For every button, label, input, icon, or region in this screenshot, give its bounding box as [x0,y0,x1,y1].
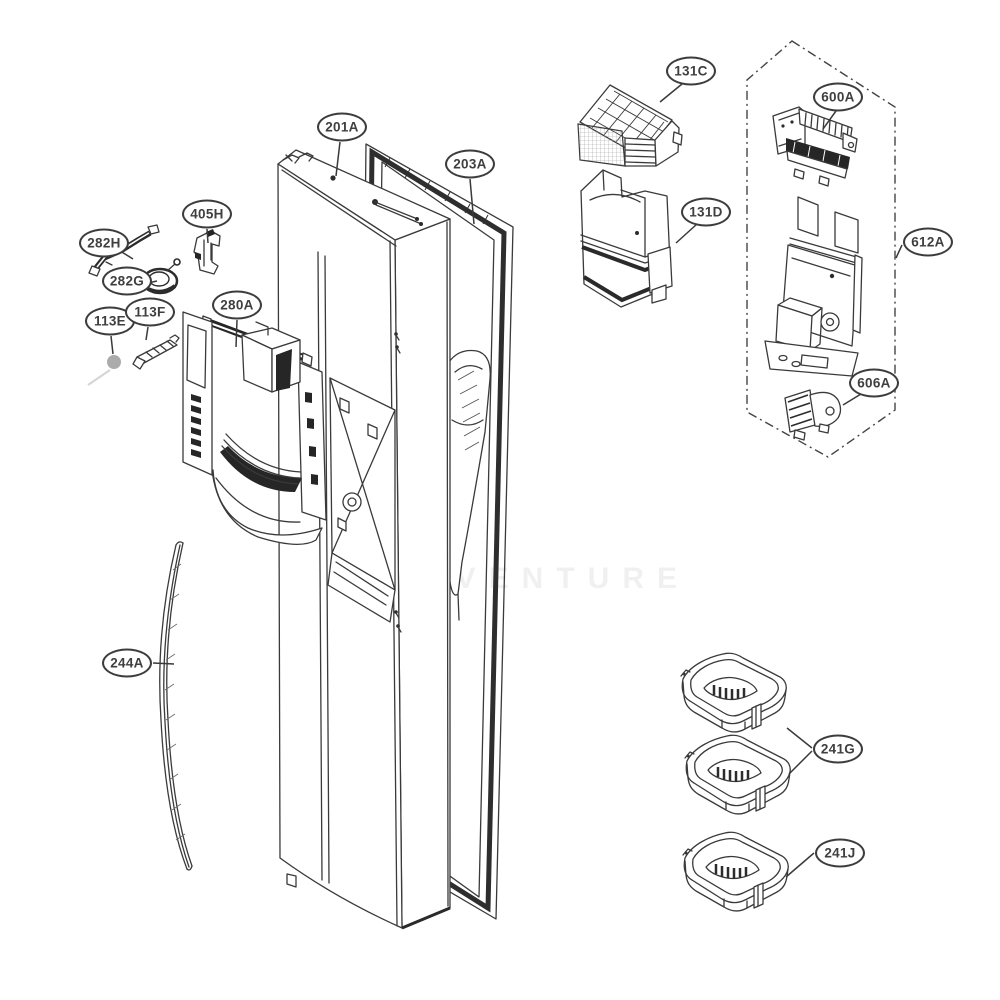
callout-282H: 282H [79,228,129,258]
callout-113F: 113F [125,297,175,327]
callout-label: 280A [220,297,254,313]
callout-label: 282G [109,273,145,289]
callout-label: 131C [674,63,708,79]
callout-203A: 203A [445,149,495,179]
door-bin-drawing [679,651,788,734]
callout-label: 244A [110,655,144,671]
callout-282G: 282G [102,266,152,296]
callout-label: 113F [134,304,166,320]
callout-241J: 241J [815,838,865,868]
icemaker-kit-boundary [746,40,896,458]
callout-201A: 201A [317,112,367,142]
callout-280A: 280A [212,290,262,320]
callout-label: 612A [911,234,945,250]
dispenser-duct-profile-drawing [447,349,491,621]
callout-label: 600A [821,89,855,105]
callout-label: 203A [453,156,487,172]
grommet-113E-drawing [87,355,121,386]
callout-244A: 244A [102,648,152,678]
callout-241G: 241G [813,734,863,764]
bracket-113F-drawing [132,334,180,370]
door-handle-drawing [159,541,193,871]
callout-label: 201A [325,119,359,135]
callout-label: 282H [87,235,121,251]
callout-612A: 612A [903,227,953,257]
callout-label: 606A [857,375,891,391]
callout-label: 113E [94,313,126,329]
callout-405H: 405H [182,199,232,229]
callout-131C: 131C [666,56,716,86]
callout-606A: 606A [849,368,899,398]
door-bin-drawing [681,830,790,913]
icemaker-bracket-drawing [764,196,863,377]
ice-bin-lid-drawing [577,84,683,167]
dispenser-assembly-drawing [182,311,396,623]
callout-label: 241G [820,741,856,757]
callout-label: 131D [689,204,723,220]
door-bin-drawing [683,733,792,816]
callout-label: 241J [824,845,856,861]
bracket-405H-drawing [193,229,221,275]
callout-label: 405H [190,206,224,222]
callout-600A: 600A [813,82,863,112]
ice-bucket-drawing [580,169,673,308]
callout-131D: 131D [681,197,731,227]
geared-motor-drawing [784,389,842,441]
ice-maker-drawing [772,106,858,187]
